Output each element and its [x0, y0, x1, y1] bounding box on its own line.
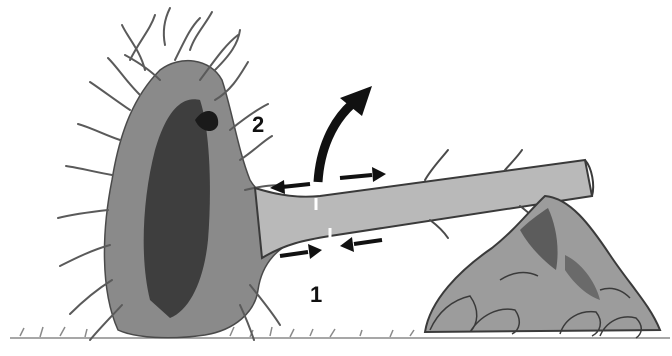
- rotation-arrow-icon: [318, 86, 372, 182]
- root-mass: [58, 8, 300, 340]
- arrow-upper-left-icon: [270, 180, 310, 194]
- arrow-upper-right-icon: [340, 167, 386, 182]
- label-2: 2: [252, 112, 264, 137]
- label-1: 1: [310, 282, 322, 307]
- rock-pile: [425, 196, 660, 338]
- arrow-lower-right-icon: [340, 237, 382, 252]
